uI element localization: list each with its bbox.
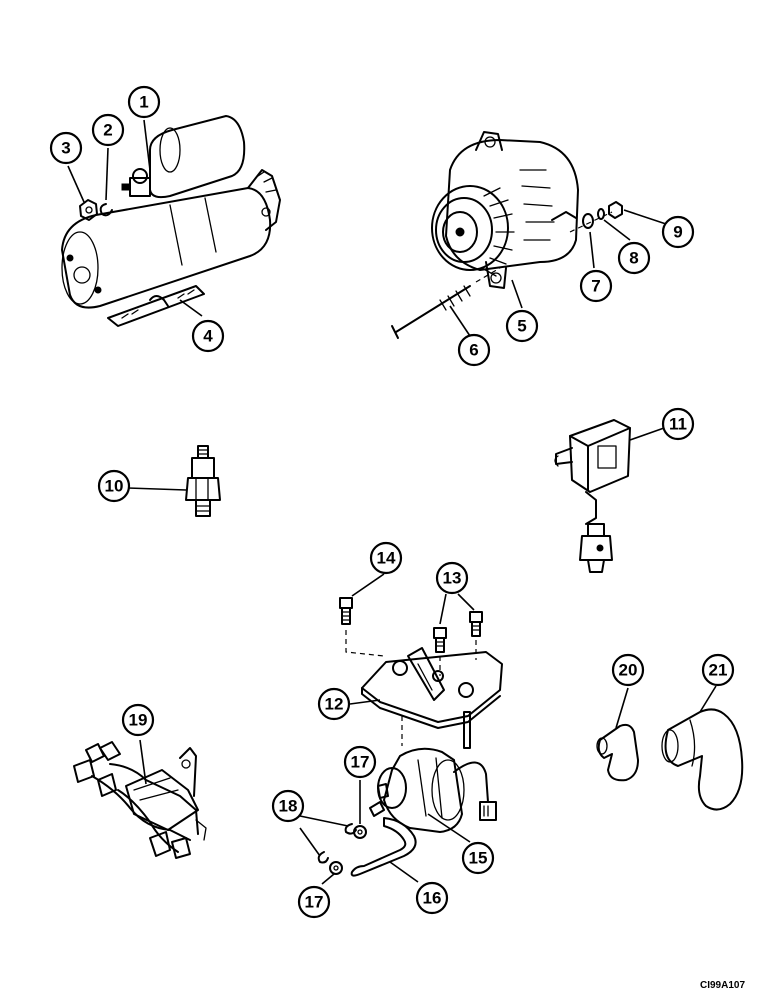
callout-17-lower: 17 (297, 885, 331, 919)
callout-2-label: 2 (103, 121, 112, 140)
callout-16-label: 16 (423, 889, 442, 908)
callout-4-label: 4 (203, 327, 213, 346)
callout-9-label: 9 (673, 223, 682, 242)
callout-12-label: 12 (325, 695, 344, 714)
leader-lines (67, 119, 717, 885)
callout-8: 8 (617, 241, 651, 275)
callout-14-label: 14 (377, 549, 396, 568)
callout-1: 1 (127, 85, 161, 119)
callout-6: 6 (457, 333, 491, 367)
callout-19: 19 (121, 703, 155, 737)
alternator-drawing (391, 131, 623, 339)
callout-17-upper-label: 17 (351, 753, 370, 772)
callout-8-label: 8 (629, 249, 638, 268)
callout-5-label: 5 (517, 317, 526, 336)
callout-18: 18 (271, 789, 305, 823)
callout-2: 2 (91, 113, 125, 147)
callout-5: 5 (505, 309, 539, 343)
callout-1-label: 1 (139, 93, 148, 112)
callout-21-label: 21 (709, 661, 728, 680)
callout-4: 4 (191, 319, 225, 353)
bracket-assembly-drawing (339, 597, 503, 749)
callout-21: 21 (701, 653, 735, 687)
callout-17-lower-label: 17 (305, 893, 324, 912)
callout-10-label: 10 (105, 477, 124, 496)
sender-unit-drawing (554, 419, 631, 573)
figure-reference: CI99A107 (700, 980, 745, 991)
callout-6-label: 6 (469, 341, 478, 360)
callout-3: 3 (49, 131, 83, 165)
callout-14: 14 (369, 541, 403, 575)
callout-18-label: 18 (279, 797, 298, 816)
callout-17-upper: 17 (343, 745, 377, 779)
callout-11: 11 (661, 407, 695, 441)
callout-13-label: 13 (443, 569, 462, 588)
callout-10: 10 (97, 469, 131, 503)
solenoid-drawing (317, 747, 497, 877)
rubber-boot-drawing (596, 708, 744, 811)
nut-and-washer-drawing (79, 199, 113, 221)
starter-motor-drawing (61, 115, 281, 327)
callout-12: 12 (317, 687, 351, 721)
callout-19-label: 19 (129, 711, 148, 730)
callout-15: 15 (461, 841, 495, 875)
callout-16: 16 (415, 881, 449, 915)
callout-20-label: 20 (619, 661, 638, 680)
sensor-drawing (185, 445, 221, 517)
callout-13: 13 (435, 561, 469, 595)
callout-7: 7 (579, 269, 613, 303)
callout-3-label: 3 (61, 139, 70, 158)
callout-11-label: 11 (669, 415, 687, 434)
wiring-harness-drawing (73, 741, 207, 859)
callout-20: 20 (611, 653, 645, 687)
callout-7-label: 7 (591, 277, 600, 296)
callout-15-label: 15 (469, 849, 488, 868)
callout-9: 9 (661, 215, 695, 249)
